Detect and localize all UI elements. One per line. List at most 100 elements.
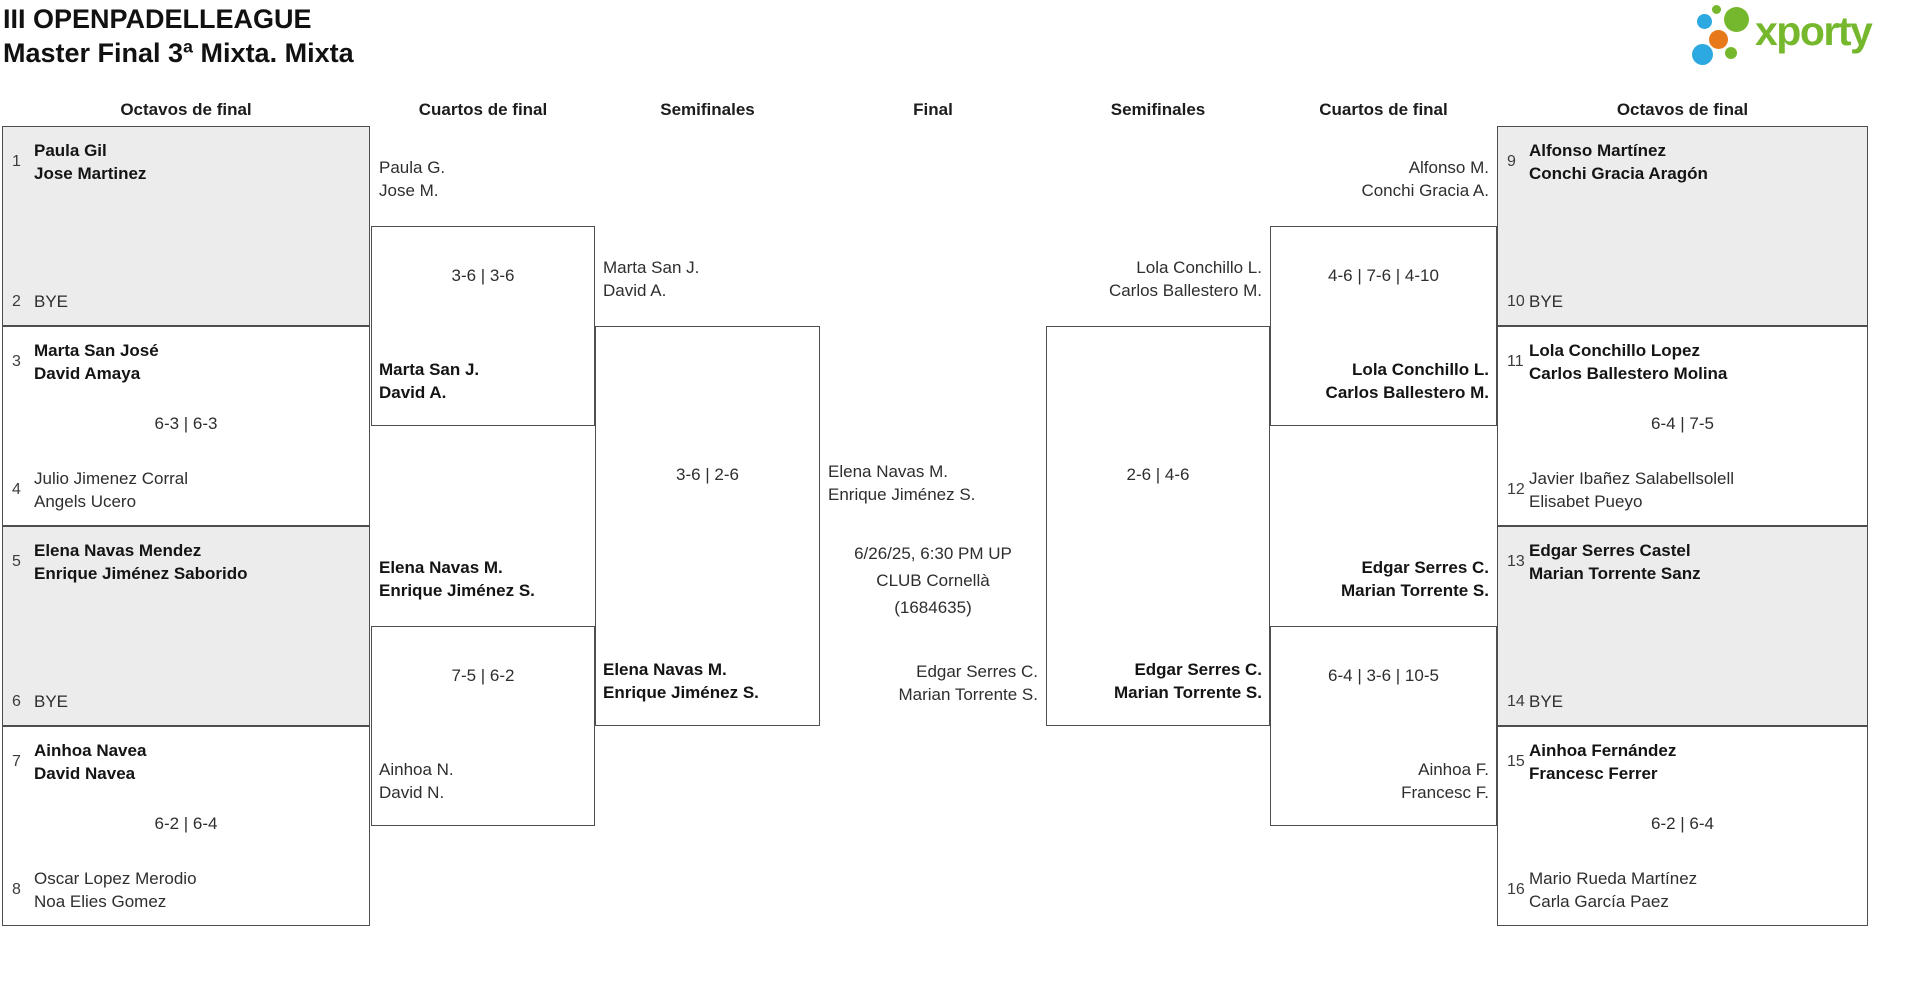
seed-number: 9 <box>1507 153 1516 170</box>
team-names: BYE <box>34 692 69 711</box>
final-venue-info: 6/26/25, 6:30 PM UP CLUB Cornellà (16846… <box>854 544 1012 617</box>
team-entry: 3 Marta San José David Amaya <box>3 339 159 385</box>
team-label-final-left: Elena Navas M. Enrique Jiménez S. <box>828 462 976 504</box>
team-label-cuartos-right-1-bottom: Lola Conchillo L. Carlos Ballestero M. <box>1325 360 1489 402</box>
team-names: BYE <box>1529 692 1564 711</box>
team-entry: 1 Paula Gil Jose Martinez <box>3 139 146 185</box>
team-names: Oscar Lopez Merodio Noa Elies Gomez <box>34 869 197 911</box>
match-box-octavos-13-14[interactable]: 13 Edgar Serres Castel Marian Torrente S… <box>1497 526 1868 726</box>
seed-number: 4 <box>12 481 21 498</box>
match-box-semifinal-left[interactable] <box>595 326 820 726</box>
match-score: 6-2 | 6-4 <box>1650 814 1714 833</box>
seed-number: 10 <box>1507 292 1525 310</box>
team-names: BYE <box>34 292 69 311</box>
seed-number: 13 <box>1507 553 1525 570</box>
team-entry: 10 BYE <box>1498 290 1563 313</box>
match-score: 4-6 | 7-6 | 4-10 <box>1328 266 1439 285</box>
seed-number: 8 <box>12 881 21 898</box>
team-label-semifinal-right-bottom: Edgar Serres C. Marian Torrente S. <box>1114 660 1262 702</box>
page-title: III OPENPADELLEAGUE Master Final 3ª Mixt… <box>3 2 354 70</box>
team-label-cuartos-left-1-bottom: Marta San J. David A. <box>379 360 480 402</box>
team-entry: 13 Edgar Serres Castel Marian Torrente S… <box>1498 539 1701 585</box>
match-box-octavos-7-8[interactable]: 7 Ainhoa Navea David Navea 6-2 | 6-4 8 O… <box>2 726 370 926</box>
seed-number: 1 <box>12 153 21 170</box>
team-entry: 6 BYE <box>3 690 68 713</box>
team-names: Mario Rueda Martínez Carla García Paez <box>1529 869 1698 911</box>
team-entry: 11 Lola Conchillo Lopez Carlos Ballester… <box>1498 339 1727 385</box>
logo-dot-icon <box>1709 30 1728 49</box>
round-header-octavos-left: Octavos de final <box>120 100 252 119</box>
seed-number: 14 <box>1507 692 1525 710</box>
match-score: 3-6 | 2-6 <box>675 465 739 484</box>
match-box-cuartos-right-2[interactable] <box>1270 626 1497 826</box>
match-box-octavos-9-10[interactable]: 9 Alfonso Martínez Conchi Gracia Aragón … <box>1497 126 1868 326</box>
match-score: 6-4 | 3-6 | 10-5 <box>1328 666 1439 685</box>
match-box-octavos-11-12[interactable]: 11 Lola Conchillo Lopez Carlos Ballester… <box>1497 326 1868 526</box>
team-label-cuartos-right-1-top: Alfonso M. Conchi Gracia A. <box>1361 158 1489 200</box>
match-box-cuartos-left-1[interactable] <box>371 226 595 426</box>
round-header-semis-left: Semifinales <box>660 100 755 119</box>
match-box-octavos-15-16[interactable]: 15 Ainhoa Fernández Francesc Ferrer 6-2 … <box>1497 726 1868 926</box>
team-names: BYE <box>1529 292 1564 311</box>
team-label-semifinal-right-top: Lola Conchillo L. Carlos Ballestero M. <box>1108 258 1262 300</box>
round-header-octavos-right: Octavos de final <box>1616 100 1749 119</box>
team-names: Marta San José David Amaya <box>34 341 159 383</box>
seed-number: 7 <box>12 753 21 770</box>
xporty-logo[interactable]: xporty <box>1690 2 1918 66</box>
team-label-cuartos-right-2-bottom: Ainhoa F. Francesc F. <box>1401 760 1489 802</box>
team-entry: 8 Oscar Lopez Merodio Noa Elies Gomez <box>3 867 197 913</box>
team-names: Ainhoa Navea David Navea <box>34 741 147 783</box>
category-name: Master Final 3ª Mixta. Mixta <box>3 38 354 68</box>
seed-number: 5 <box>12 553 21 570</box>
team-names: Elena Navas Mendez Enrique Jiménez Sabor… <box>34 541 248 583</box>
team-entry: 9 Alfonso Martínez Conchi Gracia Aragón <box>1498 139 1708 185</box>
team-label-semifinal-left-bottom: Elena Navas M. Enrique Jiménez S. <box>603 660 759 702</box>
logo-dot-icon <box>1725 47 1737 59</box>
match-box-cuartos-left-2[interactable] <box>371 626 595 826</box>
match-box-semifinal-right[interactable] <box>1046 326 1270 726</box>
seed-number: 11 <box>1507 353 1524 370</box>
team-label-cuartos-right-2-top: Edgar Serres C. Marian Torrente S. <box>1341 558 1489 600</box>
seed-number: 2 <box>12 292 21 310</box>
match-score: 6-4 | 7-5 <box>1650 414 1714 433</box>
team-entry: 16 Mario Rueda Martínez Carla García Pae… <box>1498 867 1697 913</box>
match-box-octavos-3-4[interactable]: 3 Marta San José David Amaya 6-3 | 6-3 4… <box>2 326 370 526</box>
round-header-cuartos-left: Cuartos de final <box>418 100 548 119</box>
team-entry: 2 BYE <box>3 290 68 313</box>
team-names: Ainhoa Fernández Francesc Ferrer <box>1529 741 1677 783</box>
team-names: Julio Jimenez Corral Angels Ucero <box>34 469 188 511</box>
match-box-cuartos-right-1[interactable] <box>1270 226 1497 426</box>
team-label-semifinal-left-top: Marta San J. David A. <box>603 258 700 300</box>
team-label-final-right: Edgar Serres C. Marian Torrente S. <box>898 662 1038 704</box>
seed-number: 16 <box>1507 881 1525 898</box>
seed-number: 6 <box>12 692 21 710</box>
team-entry: 12 Javier Ibañez Salabellsolell Elisabet… <box>1498 467 1734 513</box>
team-names: Edgar Serres Castel Marian Torrente Sanz <box>1529 541 1701 583</box>
seed-number: 12 <box>1507 481 1525 498</box>
team-entry: 7 Ainhoa Navea David Navea <box>3 739 146 785</box>
team-names: Paula Gil Jose Martinez <box>34 141 147 183</box>
tournament-name: III OPENPADELLEAGUE <box>3 4 312 34</box>
team-entry: 5 Elena Navas Mendez Enrique Jiménez Sab… <box>3 539 248 585</box>
logo-dot-icon <box>1724 7 1749 32</box>
seed-number: 15 <box>1507 753 1525 770</box>
match-box-octavos-1-2[interactable]: 1 Paula Gil Jose Martinez 2 BYE <box>2 126 370 326</box>
seed-number: 3 <box>12 353 21 370</box>
round-header-semis-right: Semifinales <box>1110 100 1206 119</box>
logo-dot-icon <box>1697 14 1712 29</box>
match-box-octavos-5-6[interactable]: 5 Elena Navas Mendez Enrique Jiménez Sab… <box>2 526 370 726</box>
round-header-final: Final <box>913 100 953 119</box>
team-names: Javier Ibañez Salabellsolell Elisabet Pu… <box>1529 469 1735 511</box>
match-score: 2-6 | 4-6 <box>1126 465 1190 484</box>
match-score: 6-2 | 6-4 <box>154 814 218 833</box>
match-score: 7-5 | 6-2 <box>451 666 515 685</box>
match-score: 6-3 | 6-3 <box>154 414 218 433</box>
logo-dot-icon <box>1692 44 1713 65</box>
team-label-cuartos-left-2-bottom: Ainhoa N. David N. <box>379 760 454 802</box>
match-score: 3-6 | 3-6 <box>451 266 515 285</box>
team-names: Lola Conchillo Lopez Carlos Ballestero M… <box>1529 341 1728 383</box>
team-names: Alfonso Martínez Conchi Gracia Aragón <box>1529 141 1708 183</box>
team-entry: 14 BYE <box>1498 690 1563 713</box>
team-entry: 15 Ainhoa Fernández Francesc Ferrer <box>1498 739 1676 785</box>
